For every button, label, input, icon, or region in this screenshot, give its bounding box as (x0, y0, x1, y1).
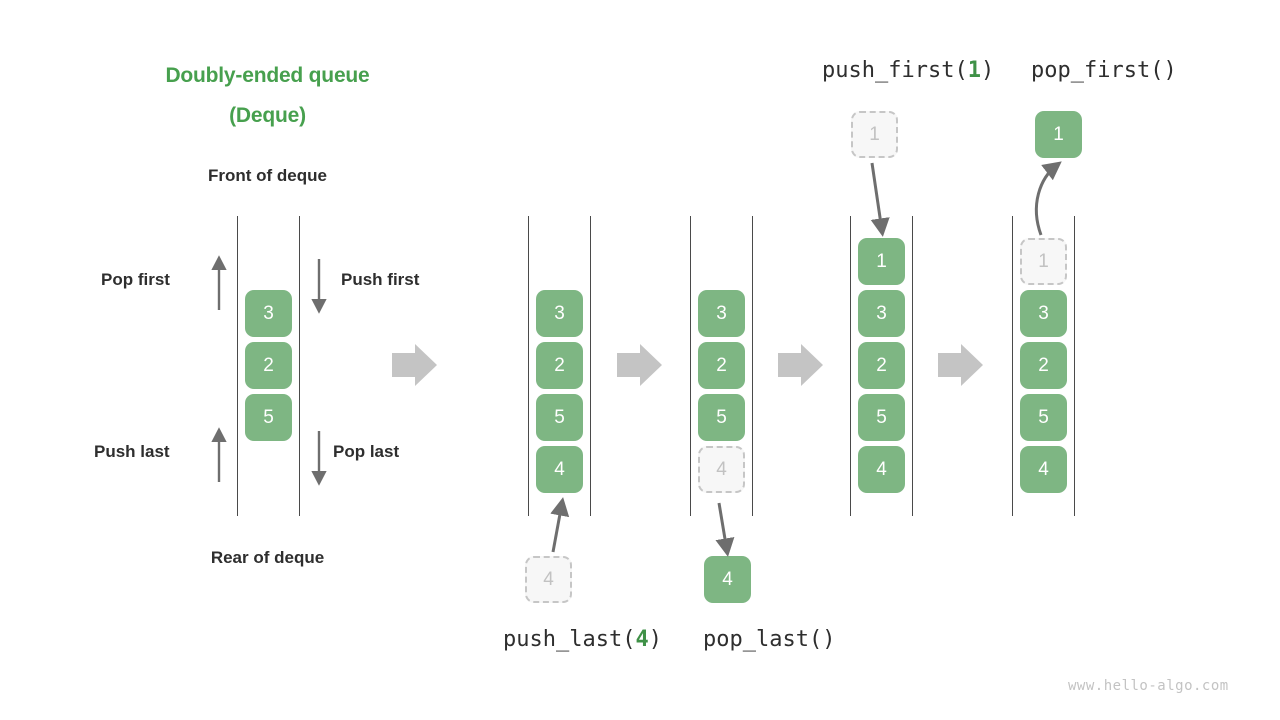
deque-item-value: 2 (1038, 354, 1049, 376)
push-last-op-arg: 4 (635, 627, 649, 652)
transition-arrow-icon-4 (938, 344, 983, 386)
pop-last-result-box: 4 (704, 556, 751, 603)
pop-last-op-close: ) (822, 627, 836, 652)
deque-item-value: 4 (1038, 458, 1049, 480)
deque-item: 2 (536, 342, 583, 389)
deque-item: 4 (536, 446, 583, 493)
deque-item-value: 5 (1038, 406, 1049, 428)
push-last-source-box: 4 (525, 556, 572, 603)
deque-item-ghost: 1 (1020, 238, 1067, 285)
deque-item: 2 (1020, 342, 1067, 389)
deque-item: 3 (858, 290, 905, 337)
watermark: www.hello-algo.com (1068, 678, 1229, 694)
deque-item: 3 (245, 290, 292, 337)
rail-left-col-2 (690, 216, 691, 516)
pop-first-flow-arrow (1034, 161, 1062, 236)
front-of-deque-label: Front of deque (208, 166, 327, 185)
deque-item-value: 4 (876, 458, 887, 480)
deque-item: 5 (245, 394, 292, 441)
title-line-1: Doubly-ended queue (165, 64, 370, 87)
deque-item-value: 5 (554, 406, 565, 428)
deque-item-value: 4 (716, 458, 727, 480)
push-first-label: Push first (341, 270, 420, 289)
deque-item: 5 (1020, 394, 1067, 441)
deque-item-value: 3 (716, 302, 727, 324)
push-last-source-value: 4 (543, 568, 554, 590)
page-title: Doubly-ended queue (Deque) (0, 56, 535, 136)
pop-last-result-value: 4 (722, 568, 733, 590)
deque-item: 3 (1020, 290, 1067, 337)
pop-last-flow-arrow (715, 502, 735, 557)
deque-item: 3 (536, 290, 583, 337)
rail-left-col-1 (528, 216, 529, 516)
pop-first-op-close: ) (1163, 58, 1177, 83)
deque-item-value: 3 (876, 302, 887, 324)
deque-item: 4 (1020, 446, 1067, 493)
deque-item-value: 3 (554, 302, 565, 324)
deque-item-value: 3 (1038, 302, 1049, 324)
deque-item: 5 (698, 394, 745, 441)
title-line-2: (Deque) (229, 104, 306, 127)
deque-item: 1 (858, 238, 905, 285)
deque-item-value: 1 (876, 250, 887, 272)
deque-item-value: 5 (716, 406, 727, 428)
push-last-label: Push last (94, 442, 170, 461)
deque-item: 2 (698, 342, 745, 389)
deque-item: 3 (698, 290, 745, 337)
deque-item: 5 (858, 394, 905, 441)
rear-of-deque-label: Rear of deque (210, 548, 325, 567)
pop-first-label: Pop first (101, 270, 170, 289)
pop-last-op-name: pop_last( (703, 627, 823, 652)
rail-right-col-1 (590, 216, 591, 516)
push-last-operation-label: push_last(4) (503, 627, 662, 652)
transition-arrow-icon-2 (617, 344, 662, 386)
pop-first-operation-label: pop_first() (1031, 58, 1177, 83)
push-first-source-value: 1 (869, 123, 880, 145)
deque-item-value: 1 (1038, 250, 1049, 272)
rail-right-col-0 (299, 216, 300, 516)
deque-item: 2 (245, 342, 292, 389)
deque-item: 2 (858, 342, 905, 389)
deque-item-value: 4 (554, 458, 565, 480)
pop-first-result-value: 1 (1053, 123, 1064, 145)
transition-arrow-icon-3 (778, 344, 823, 386)
rail-left-col-4 (1012, 216, 1013, 516)
rail-left-col-0 (237, 216, 238, 516)
push-first-source-box: 1 (851, 111, 898, 158)
pop-last-label: Pop last (333, 442, 400, 461)
transition-arrow-icon-1 (392, 344, 437, 386)
push-first-op-arg: 1 (967, 58, 981, 83)
deque-item: 4 (858, 446, 905, 493)
rail-right-col-3 (912, 216, 913, 516)
rail-right-col-2 (752, 216, 753, 516)
rail-right-col-4 (1074, 216, 1075, 516)
push-first-op-name: push_first( (822, 58, 968, 83)
deque-item-ghost: 4 (698, 446, 745, 493)
deque-item-value: 2 (554, 354, 565, 376)
push-first-op-close: ) (980, 58, 995, 83)
deque-item: 5 (536, 394, 583, 441)
push-first-operation-label: push_first(1) (822, 58, 994, 83)
pop-last-operation-label: pop_last() (703, 627, 835, 652)
pop-first-op-name: pop_first( (1031, 58, 1164, 83)
push-last-op-close: ) (648, 627, 662, 652)
push-last-op-name: push_last( (503, 627, 636, 652)
pop-first-result-box: 1 (1035, 111, 1082, 158)
deque-item-value: 5 (263, 406, 274, 428)
push-first-flow-arrow (870, 162, 890, 237)
deque-item-value: 2 (263, 354, 274, 376)
deque-item-value: 2 (876, 354, 887, 376)
deque-item-value: 5 (876, 406, 887, 428)
deque-item-value: 3 (263, 302, 274, 324)
deque-item-value: 2 (716, 354, 727, 376)
rail-left-col-3 (850, 216, 851, 516)
push-last-flow-arrow (550, 497, 570, 553)
